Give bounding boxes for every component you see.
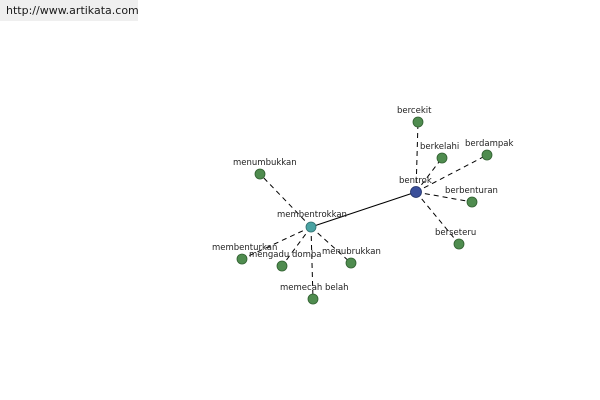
edge-membentrokkan-menumbukkan [259,173,312,228]
node-label-membentrokkan[interactable]: membentrokkan [277,210,347,220]
edge-membentrokkan-membenturkan [241,226,312,260]
node-label-mengadu-domba[interactable]: mengadu domba [249,250,321,260]
node-label-berbenturan[interactable]: berbenturan [445,186,498,196]
node-label-membenturkan[interactable]: membenturkan [212,243,277,253]
node-label-bercekit[interactable]: bercekit [397,106,432,116]
edges-layer [241,121,488,300]
node-berdampak[interactable] [481,149,493,161]
node-bercekit[interactable] [412,116,424,128]
node-menubrukkan[interactable] [345,257,357,269]
node-berbenturan[interactable] [466,196,478,208]
node-label-menumbukkan[interactable]: menumbukkan [233,158,297,168]
node-berkelahi[interactable] [436,152,448,164]
node-label-bentrok[interactable]: bentrok [399,176,432,186]
node-label-menubrukkan[interactable]: menubrukkan [322,247,381,257]
edge-bentrok-berkelahi [415,157,443,193]
node-label-memecah-belah[interactable]: memecah belah [280,283,349,293]
edge-bentrok-berseteru [415,191,460,245]
node-bentrok[interactable] [410,186,422,198]
node-label-berkelahi[interactable]: berkelahi [420,142,459,152]
nodes-layer [236,116,493,305]
edge-bentrok-berbenturan [415,191,473,203]
edge-bentrok-membentrokkan [310,191,417,228]
node-memecah-belah[interactable] [307,293,319,305]
node-membentrokkan[interactable] [305,221,317,233]
node-menumbukkan[interactable] [254,168,266,180]
edge-bentrok-bercekit [415,121,419,193]
node-mengadu-domba[interactable] [276,260,288,272]
node-berseteru[interactable] [453,238,465,250]
node-membenturkan[interactable] [236,253,248,265]
labels-layer: bentrok membentrokkan bercekit berkelahi ber… [212,106,513,293]
node-label-berdampak[interactable]: berdampak [465,139,513,149]
node-label-berseteru[interactable]: berseteru [435,228,476,238]
source-url[interactable]: http://www.artikata.com [0,0,139,21]
edge-bentrok-berdampak [415,154,488,193]
edge-membentrokkan-mengadu-domba [281,226,312,267]
edge-membentrokkan-memecah-belah [310,226,314,300]
